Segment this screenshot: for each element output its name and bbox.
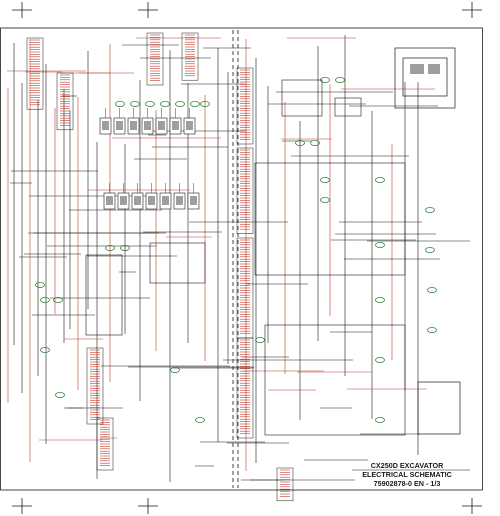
sheet-frame: [0, 27, 483, 491]
relay-bank-top: [99, 108, 196, 135]
title-block: CX250D EXCAVATOR ELECTRICAL SCHEMATIC 75…: [352, 461, 462, 488]
title-line-2: ELECTRICAL SCHEMATIC: [362, 470, 452, 479]
component-blocks: [85, 79, 406, 436]
title-line-1: CX250D EXCAVATOR: [370, 461, 444, 470]
fuse-relay-box: [394, 47, 461, 435]
connector-callouts: [35, 77, 437, 423]
crop-marks: [12, 2, 482, 514]
dashed-bus-lines: [232, 30, 239, 488]
wire-network-red: [7, 37, 435, 471]
relay-bank-middle: [103, 183, 200, 210]
title-line-3: 75902878-0 EN - 1/3: [373, 479, 441, 488]
connector-pin-strips: [26, 32, 294, 502]
wire-network-black: [10, 35, 470, 482]
